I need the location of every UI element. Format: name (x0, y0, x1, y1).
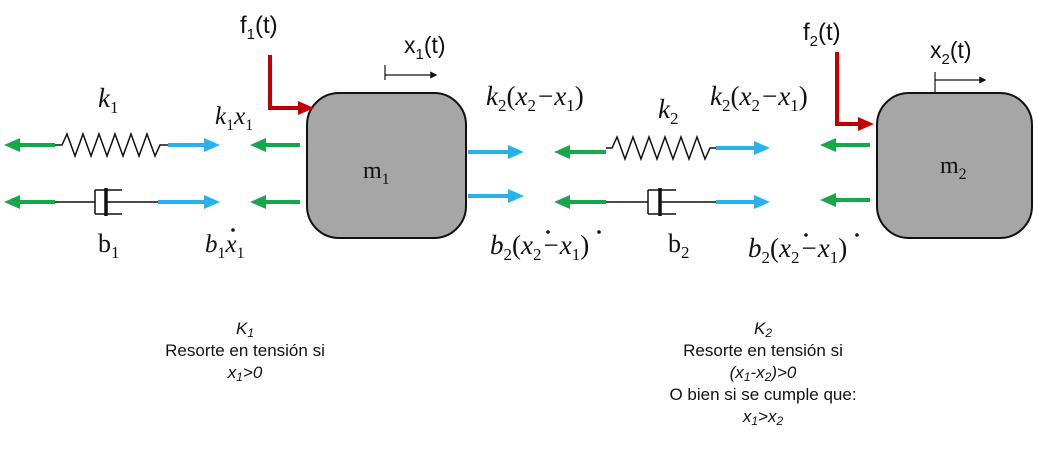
dot-b2-m2-b (855, 233, 859, 237)
damper-b2 (606, 188, 716, 216)
label-k1x1: k1x1 (215, 103, 253, 134)
arrow-blue-m1-top (468, 145, 524, 159)
label-k1: k1 (98, 83, 118, 117)
label-x1: x1(t) (404, 32, 446, 63)
arrow-green-m2-top (820, 138, 870, 152)
arrow-blue-right-k1 (168, 138, 220, 152)
label-m2: m2 (940, 153, 967, 183)
caption-left-condition: x1>0 (227, 363, 263, 384)
caption-right-line1: Resorte en tensión si (683, 341, 843, 360)
arrow-blue-right-b1 (158, 195, 220, 209)
label-k2diff-m2: k2(x2−x1) (710, 81, 808, 115)
caption-right-condition2: x1>x2 (742, 407, 784, 428)
label-b2diff-m1: b2(x2−x1) (490, 230, 589, 264)
label-b1: b1 (98, 229, 120, 262)
label-x2: x2(t) (930, 37, 972, 68)
caption-right-line3: O bien si se cumple que: (669, 385, 857, 404)
displacement-arrow-x1 (384, 65, 438, 80)
dot-b2-m1-a (546, 230, 550, 234)
force-arrow-f1 (268, 55, 314, 115)
dot-b2-m1-b (597, 230, 601, 234)
dot-b1x1 (231, 228, 235, 232)
caption-right-title: K2 (753, 319, 773, 340)
displacement-arrow-x2 (934, 72, 987, 92)
arrow-blue-k2-right (716, 141, 770, 155)
damper-b1 (55, 188, 158, 216)
label-b2: b2 (668, 229, 690, 262)
label-k2diff-m1: k2(x2−x1) (486, 81, 584, 115)
mass-m2 (876, 92, 1033, 239)
label-k2: k2 (658, 94, 678, 128)
spring-k1 (55, 131, 168, 159)
arrow-green-k2-left (554, 145, 606, 159)
arrow-green-left-k1 (4, 138, 55, 152)
label-f2: f2(t) (803, 19, 841, 50)
arrow-green-b2-left (554, 195, 606, 209)
caption-left: K1 Resorte en tensión si x1>0 (85, 318, 405, 384)
arrow-green-m1-top (250, 138, 300, 152)
force-arrow-f2 (835, 52, 874, 131)
arrow-green-m2-bottom (820, 193, 870, 207)
label-f1: f1(t) (240, 12, 278, 43)
label-b1x1dot: b1x1 (205, 231, 245, 262)
caption-right: K2 Resorte en tensión si (x1-x2)>0 O bie… (603, 318, 923, 428)
label-m1: m1 (363, 158, 390, 188)
arrow-green-m1-bottom (250, 195, 300, 209)
label-b2diff-m2: b2(x2−x1) (748, 233, 847, 267)
mass-m1 (306, 92, 467, 239)
arrow-blue-b2-right (716, 195, 770, 209)
dot-b2-m2-a (804, 233, 808, 237)
caption-left-line1: Resorte en tensión si (165, 341, 325, 360)
caption-left-title: K1 (235, 319, 255, 340)
caption-right-condition: (x1-x2)>0 (729, 363, 797, 384)
spring-k2 (606, 134, 716, 162)
arrow-blue-m1-bottom (468, 189, 524, 203)
arrow-green-left-b1 (4, 195, 55, 209)
